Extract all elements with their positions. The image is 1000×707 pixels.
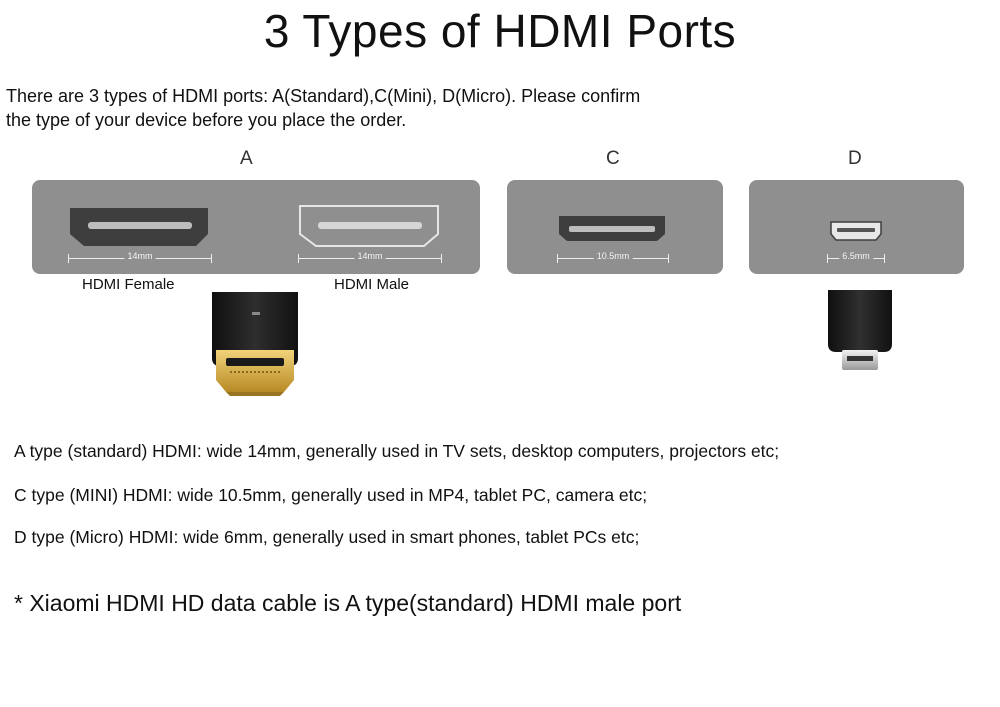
hdmi-standard-plug-image xyxy=(212,292,298,396)
intro-line-1: There are 3 types of HDMI ports: A(Stand… xyxy=(6,86,641,106)
hdmi-mini-port-icon xyxy=(559,216,665,241)
hdmi-female-port-icon xyxy=(70,208,208,246)
mini-dimension: 10.5mm xyxy=(557,251,669,271)
hdmi-female-caption: HDMI Female xyxy=(82,276,175,293)
intro-text: There are 3 types of HDMI ports: A(Stand… xyxy=(6,84,786,132)
hdmi-micro-port-icon xyxy=(830,221,882,241)
intro-line-2: the type of your device before you place… xyxy=(6,110,407,130)
micro-dimension: 6.5mm xyxy=(827,251,885,271)
hdmi-male-port-icon xyxy=(299,205,439,247)
type-d-panel: 6.5mm xyxy=(749,180,964,274)
type-c-label: C xyxy=(606,148,620,169)
female-dimension: 14mm xyxy=(68,251,212,271)
description-type-a: A type (standard) HDMI: wide 14mm, gener… xyxy=(14,441,780,461)
page-title: 3 Types of HDMI Ports xyxy=(263,5,737,57)
male-dimension: 14mm xyxy=(298,251,442,271)
xiaomi-note: * Xiaomi HDMI HD data cable is A type(st… xyxy=(14,590,682,616)
description-type-d: D type (Micro) HDMI: wide 6mm, generally… xyxy=(14,527,640,547)
hdmi-male-caption: HDMI Male xyxy=(334,276,410,293)
type-a-panel: 14mm 14mm xyxy=(32,180,480,274)
type-c-panel: 10.5mm xyxy=(507,180,723,274)
description-type-c: C type (MINI) HDMI: wide 10.5mm, general… xyxy=(14,485,648,505)
type-d-label: D xyxy=(848,148,862,169)
hdmi-micro-plug-image xyxy=(828,290,892,370)
type-a-label: A xyxy=(240,148,253,169)
